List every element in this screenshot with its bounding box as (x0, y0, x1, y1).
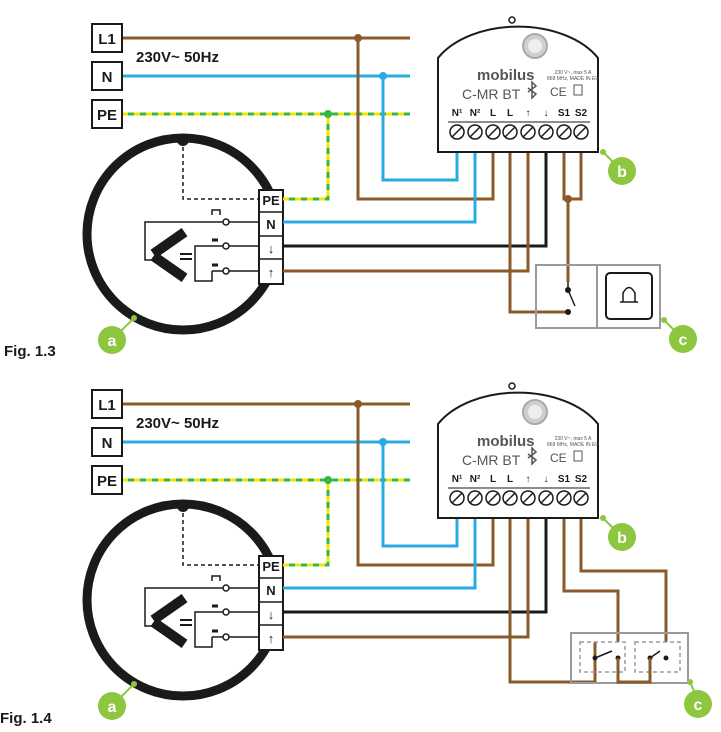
callout-c-circle (684, 690, 712, 718)
model-label: C-MR BT (462, 86, 521, 102)
module-terminal-down: ↓ (544, 474, 549, 485)
pe-label: PE (97, 473, 117, 490)
module-terminal-n1: N¹ (452, 474, 463, 485)
model-label: C-MR BT (462, 452, 521, 468)
figure-1-4: L1 N PE 230V~ 50Hz PE N ↓ ↑ mobilus C-MR… (87, 382, 712, 720)
motor-terminal-up: ↑ (268, 631, 275, 646)
module-terminal-s2: S2 (575, 474, 588, 485)
module-terminal-up: ↑ (526, 474, 531, 485)
callout-a-circle (98, 326, 126, 354)
weee-bin-icon (573, 450, 583, 462)
brand-label: mobilus (477, 67, 535, 84)
callout-a-circle (98, 692, 126, 720)
figure-1-3: L1 N PE 230V~ 50Hz PE N ↓ ↑ mobilus C-MR… (87, 16, 697, 354)
double-switch-box (570, 632, 689, 684)
module-terminal-n2: N² (470, 108, 481, 119)
voltage-label: 230V~ 50Hz (136, 415, 219, 432)
callout-b: b (617, 530, 627, 547)
bell-push-button (605, 272, 653, 320)
callout-c-circle (669, 325, 697, 353)
callout-c: c (694, 697, 703, 714)
callout-a: a (108, 333, 117, 350)
ce-mark-icon: CE (550, 451, 567, 465)
motor-terminal-n: N (266, 217, 275, 232)
module-terminal-s1: S1 (558, 108, 571, 119)
l1-label: L1 (98, 397, 116, 414)
voltage-label: 230V~ 50Hz (136, 49, 219, 66)
brand-label: mobilus (477, 433, 535, 450)
n-box (91, 61, 123, 91)
l1-box (91, 389, 123, 419)
callout-a: a (108, 699, 117, 716)
n-label: N (102, 69, 113, 86)
module-terminal-down: ↓ (544, 108, 549, 119)
spec-line-2: 868 MHz, MADE IN EU (547, 76, 599, 82)
motor-terminal-n: N (266, 583, 275, 598)
n-box (91, 427, 123, 457)
pe-label: PE (97, 107, 117, 124)
module-terminal-up: ↑ (526, 108, 531, 119)
pe-box (91, 99, 123, 129)
l1-box (91, 23, 123, 53)
callout-c: c (679, 332, 688, 349)
module-terminal-n1: N¹ (452, 108, 463, 119)
motor-terminal-down: ↓ (268, 607, 275, 622)
ce-mark-icon: CE (550, 85, 567, 99)
module-terminal-l2: L (507, 108, 513, 119)
bell-icon (620, 286, 638, 303)
l1-label: L1 (98, 31, 116, 48)
pe-box (91, 465, 123, 495)
module-terminal-l1: L (490, 474, 496, 485)
weee-bin-icon (573, 84, 583, 96)
module-terminal-s1: S1 (558, 474, 571, 485)
motor-terminal-up: ↑ (268, 265, 275, 280)
motor-terminal-down: ↓ (268, 241, 275, 256)
bluetooth-icon (527, 80, 538, 100)
callout-b-circle (608, 157, 636, 185)
module-terminal-l2: L (507, 474, 513, 485)
figure-label-1-4: Fig. 1.4 (0, 710, 52, 727)
svg-text:CE: CE (550, 85, 567, 99)
bluetooth-icon (527, 446, 538, 466)
module-terminal-n2: N² (470, 474, 481, 485)
svg-text:CE: CE (550, 451, 567, 465)
figure-label-1-3: Fig. 1.3 (4, 343, 56, 360)
spec-line-1: 230 V~, max 5 A (555, 436, 592, 442)
n-label: N (102, 435, 113, 452)
spec-line-1: 230 V~, max 5 A (555, 70, 592, 76)
module-terminal-s2: S2 (575, 108, 588, 119)
spec-line-2: 868 MHz, MADE IN EU (547, 442, 599, 448)
motor-terminal-pe: PE (262, 193, 280, 208)
motor-terminal-pe: PE (262, 559, 280, 574)
callout-b-circle (608, 523, 636, 551)
callout-b: b (617, 164, 627, 181)
module-terminal-l1: L (490, 108, 496, 119)
